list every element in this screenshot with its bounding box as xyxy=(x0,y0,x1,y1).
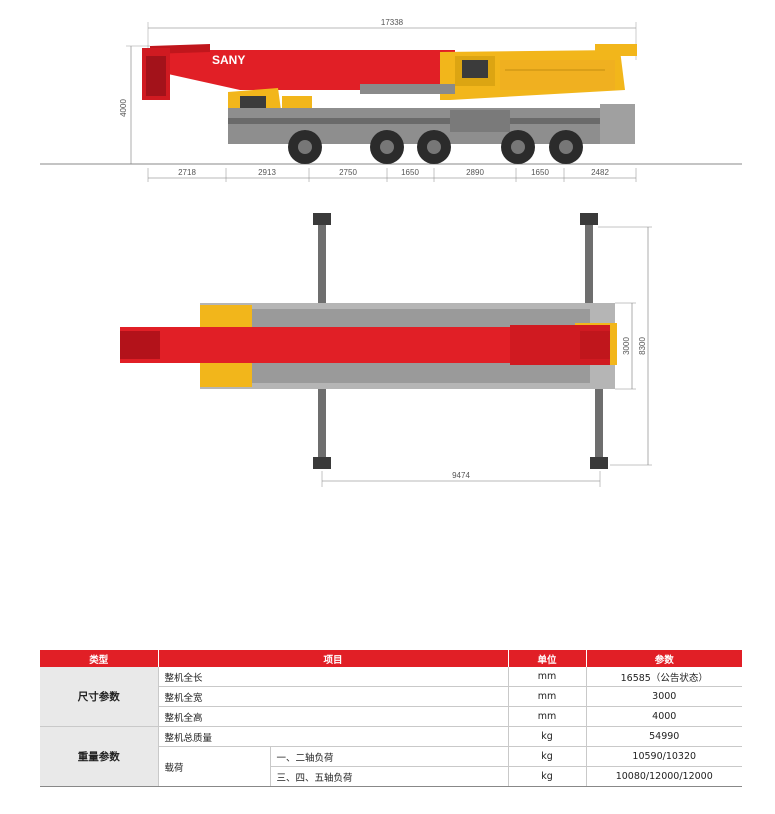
side-view-drawing: 17338 4000 SANY xyxy=(40,18,742,182)
header-type: 类型 xyxy=(40,650,159,667)
category-cell: 重量参数 xyxy=(40,726,159,787)
header-item: 项目 xyxy=(158,650,509,667)
superstructure xyxy=(360,44,637,100)
height-label: 4000 xyxy=(119,99,128,117)
segment-label: 2718 xyxy=(178,168,196,177)
item-cell: 载荷 xyxy=(158,746,271,787)
value-cell: 3000 xyxy=(586,686,742,707)
table-row: 三、四、五轴负荷 kg 10080/12000/12000 xyxy=(40,766,742,787)
item-cell: 整机总质量 xyxy=(158,726,509,747)
value-cell: 54990 xyxy=(586,726,742,747)
item-cell: 整机全宽 xyxy=(158,686,509,707)
header-unit: 单位 xyxy=(508,650,587,667)
unit-cell: mm xyxy=(508,706,587,727)
boom: SANY xyxy=(142,44,455,100)
unit-cell: kg xyxy=(508,746,587,767)
segment-label: 2890 xyxy=(466,168,484,177)
unit-cell: mm xyxy=(508,686,587,707)
outrigger-span-wide-label: 8300 xyxy=(638,337,647,355)
wheels xyxy=(288,130,583,164)
table-row: 载荷 一、二轴负荷 kg 10590/10320 xyxy=(40,746,742,787)
unit-cell: mm xyxy=(508,667,587,687)
outriggers xyxy=(313,213,608,469)
segment-label: 1650 xyxy=(401,168,419,177)
value-cell: 10590/10320 xyxy=(586,746,742,767)
top-boom xyxy=(120,325,610,365)
body-width-label: 3000 xyxy=(622,337,631,355)
item-cell: 整机全长 xyxy=(158,667,509,687)
table-row: 整机全高 mm 4000 xyxy=(40,706,742,727)
outrigger-span-long-label: 9474 xyxy=(452,471,470,480)
unit-cell: kg xyxy=(508,726,587,747)
table-row: 整机全宽 mm 3000 xyxy=(40,686,742,707)
overall-length-label: 17338 xyxy=(381,18,404,27)
unit-cell: kg xyxy=(508,766,587,787)
item-cell: 整机全高 xyxy=(158,706,509,727)
value-cell: 10080/12000/12000 xyxy=(586,766,742,787)
table-row: 重量参数 整机总质量 kg 54990 xyxy=(40,726,742,787)
table-header-row: 类型 项目 单位 参数 xyxy=(40,650,742,667)
spec-table: 类型 项目 单位 参数 尺寸参数 整机全长 mm 16585（公告状态） 整机全… xyxy=(40,650,742,787)
table-row: 尺寸参数 整机全长 mm 16585（公告状态） xyxy=(40,667,742,727)
brand-logo: SANY xyxy=(212,53,245,67)
top-view-drawing: 9474 8300 3000 xyxy=(120,213,652,487)
segment-dimensions: 2718 2913 2750 1650 2890 1650 2482 xyxy=(147,168,637,182)
sub-item-cell: 三、四、五轴负荷 xyxy=(270,766,509,787)
value-cell: 16585（公告状态） xyxy=(586,667,742,687)
segment-label: 1650 xyxy=(531,168,549,177)
header-value: 参数 xyxy=(586,650,742,667)
segment-label: 2482 xyxy=(591,168,609,177)
segment-label: 2750 xyxy=(339,168,357,177)
sub-item-cell: 一、二轴负荷 xyxy=(270,746,509,767)
category-cell: 尺寸参数 xyxy=(40,667,159,727)
segment-label: 2913 xyxy=(258,168,276,177)
value-cell: 4000 xyxy=(586,706,742,727)
